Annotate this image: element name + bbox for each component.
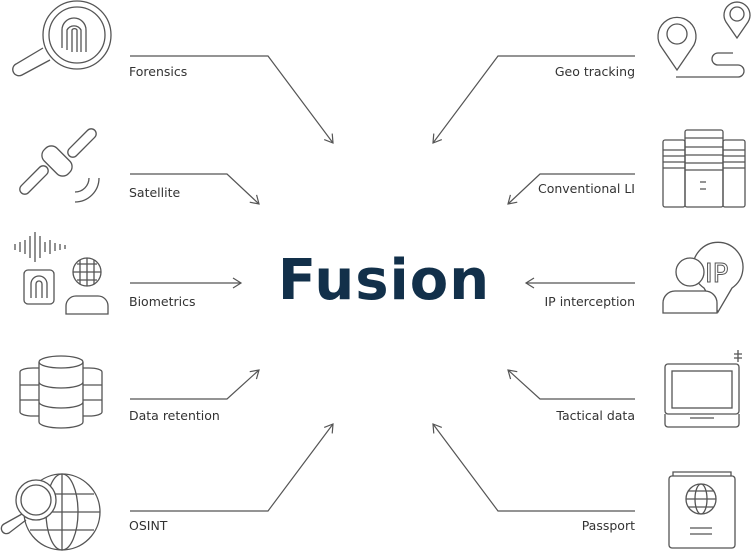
fingerprint-magnifier-icon [12, 0, 112, 77]
ip-user-icon: IP [662, 241, 744, 314]
label-tactical-data: Tactical data [556, 408, 635, 423]
satellite-icon [19, 128, 100, 203]
connector-tactical-data [507, 369, 635, 400]
label-biometrics: Biometrics [129, 294, 196, 309]
globe-search-icon [0, 473, 101, 551]
connector-geo-tracking [432, 55, 635, 144]
connector-satellite [130, 173, 260, 205]
label-forensics: Forensics [129, 64, 188, 79]
connector-data-retention [130, 369, 260, 400]
svg-text:IP: IP [705, 259, 728, 289]
passport-icon [668, 471, 736, 549]
connector-conventional-li [507, 173, 635, 205]
label-data-retention: Data retention [129, 408, 220, 423]
connector-forensics [130, 55, 334, 144]
label-satellite: Satellite [129, 185, 181, 200]
biometrics-icon [14, 232, 109, 315]
database-icon [19, 355, 103, 429]
label-conventional-li: Conventional LI [537, 181, 635, 196]
label-passport: Passport [581, 518, 635, 533]
server-icon [662, 129, 746, 208]
label-geo-tracking: Geo tracking [554, 64, 635, 79]
laptop-icon [664, 350, 742, 428]
fusion-title: Fusion [277, 248, 491, 313]
connector-osint [130, 423, 334, 512]
connector-passport [432, 423, 635, 512]
label-osint: OSINT [129, 518, 168, 533]
label-ip-interception: IP interception [544, 294, 636, 309]
map-pins-icon [657, 1, 751, 78]
